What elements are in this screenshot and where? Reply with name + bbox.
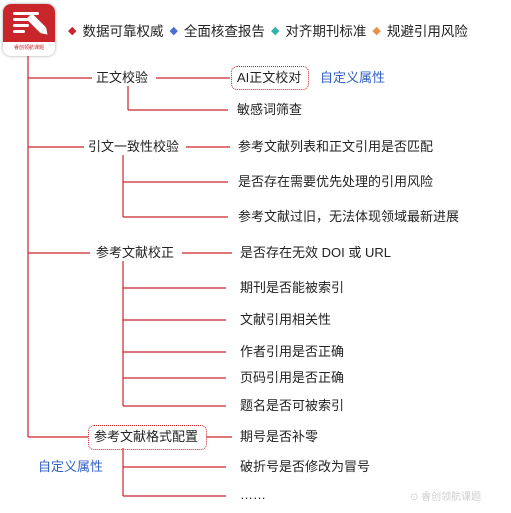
- item-citation-relevance: 文献引用相关性: [240, 312, 332, 327]
- tagline-4: 规避引用风险: [386, 24, 468, 39]
- item-ellipsis: ……: [240, 487, 266, 502]
- diamond-icon: ◆: [270, 24, 280, 37]
- logo-caption: 睿创领航课题: [13, 45, 44, 51]
- diamond-icon: ◆: [372, 24, 381, 37]
- custom-attribute-label: 自定义属性: [38, 459, 104, 474]
- watermark: ⊙ 睿创领航课题: [410, 492, 482, 503]
- item-author-citation: 作者引用是否正确: [240, 344, 345, 359]
- branch-reference-correction: 参考文献校正: [96, 245, 175, 260]
- tagline-2: 全面核查报告: [183, 24, 265, 39]
- item-journal-indexed: 期刊是否能被索引: [240, 280, 345, 295]
- branch-citation-consistency: 引文一致性校验: [88, 139, 180, 154]
- custom-attribute-label: 自定义属性: [320, 70, 386, 85]
- branch-format-config: 参考文献格式配置: [94, 429, 199, 444]
- item-sensitive-words: 敏感词筛查: [237, 102, 303, 117]
- ai-proofread-box: [231, 66, 309, 90]
- item-invalid-doi: 是否存在无效 DOI 或 URL: [240, 245, 391, 260]
- item-title-indexed: 题名是否可被索引: [240, 398, 345, 413]
- item-dash-to-colon: 破折号是否修改为冒号: [240, 459, 371, 474]
- diamond-icon: ◆: [68, 24, 77, 37]
- tagline-3: 对齐期刊标准: [285, 24, 367, 39]
- branch-body-check: 正文校验: [96, 70, 149, 85]
- app-logo: 睿创领航课题: [3, 4, 55, 56]
- logo-badge: [3, 4, 55, 42]
- item-issue-zero-pad: 期号是否补零: [240, 429, 319, 444]
- item-page-citation: 页码引用是否正确: [240, 370, 345, 385]
- format-config-box: [88, 425, 207, 450]
- item-priority-risk: 是否存在需要优先处理的引用风险: [238, 174, 434, 189]
- tagline-1: 数据可靠权威: [82, 24, 164, 39]
- item-ai-proofread: AI正文校对: [237, 70, 302, 85]
- diamond-icon: ◆: [169, 24, 178, 37]
- item-outdated-refs: 参考文献过旧，无法体现领域最新进展: [238, 209, 460, 224]
- tagline-bar: ◆ 数据可靠权威 ◆ 全面核查报告 ◆ 对齐期刊标准 ◆ 规避引用风险: [68, 20, 468, 40]
- item-ref-match: 参考文献列表和正文引用是否匹配: [238, 139, 434, 154]
- pencil-doc-icon: [13, 12, 48, 35]
